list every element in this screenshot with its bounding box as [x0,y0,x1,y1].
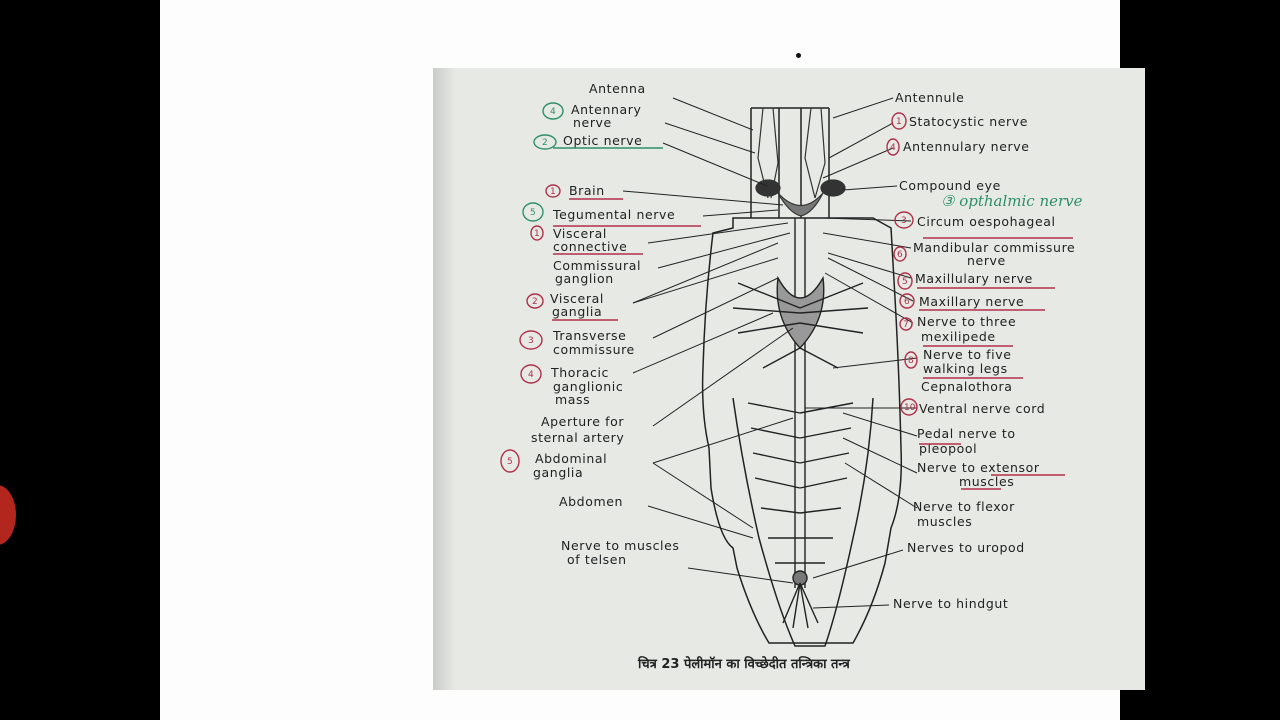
figure-caption: चित्र 23 पेलीमॉन का विच्छेदीत तन्त्रिका … [637,656,851,672]
svg-text:6: 6 [904,297,910,307]
head-shield-outline [750,107,830,218]
label-maxillary-nerve: Maxillary nerve [919,294,1024,309]
label-compound-eye: Compound eye [899,178,1001,193]
svg-text:3: 3 [901,216,907,226]
label-antennulary-nerve: Antennulary nerve [903,139,1030,154]
svg-text:1: 1 [896,117,902,127]
abdomen-outline [732,397,874,647]
label-antenna: Antenna [589,81,646,96]
label-nerves-to-uropod: Nerves to uropod [907,540,1025,555]
svg-text:4: 4 [528,370,534,380]
label-antennule: Antennule [895,90,964,105]
body-outline [701,107,903,647]
ventral-nerve-cord [732,218,869,629]
brain-shape [777,192,824,217]
bullet-dot [796,53,801,58]
svg-text:4: 4 [550,107,556,117]
handwritten-number-marks: 4 2 1 5 1 2 3 4 5 1 4 3 6 5 6 7 8 10 [500,102,1073,490]
red-edge-marker [0,485,16,545]
label-ventral-nerve-cord: Ventral nerve cord [919,401,1045,416]
svg-text:5: 5 [530,208,536,218]
thoracic-nerves [732,282,869,369]
svg-text:1: 1 [534,229,540,239]
svg-text:1: 1 [550,187,556,197]
label-brain: Brain [569,183,605,198]
terminal-ganglion [792,570,808,586]
right-compound-eye [820,179,846,197]
page-gutter-shadow [433,68,455,690]
svg-text:2: 2 [532,297,538,307]
label-nerve-to-hindgut: Nerve to hindgut [893,596,1008,611]
label-maxillulary-nerve: Maxillulary nerve [915,271,1033,286]
cephalothorax-outline [701,217,903,644]
label-optic-nerve: Optic nerve [563,133,642,148]
label-tegumental-nerve: Tegumental nerve [552,207,675,222]
svg-text:10: 10 [904,403,916,413]
svg-text:3: 3 [528,336,534,346]
label-abdomen: Abdomen [559,494,623,509]
svg-text:2: 2 [542,138,548,148]
right-label-group: Antennule Statocystic nerve Antennulary … [893,90,1075,611]
label-circum-oesophageal: Circum oespohageal [917,214,1056,229]
svg-text:8: 8 [908,356,914,366]
svg-text:6: 6 [897,250,903,260]
svg-text:5: 5 [902,277,908,287]
handwritten-ophthalmic-note: ③ opthalmic nerve [941,192,1083,210]
svg-text:4: 4 [890,143,896,153]
label-statocystic-nerve: Statocystic nerve [909,114,1028,129]
svg-text:5: 5 [507,457,513,467]
svg-text:7: 7 [903,320,909,330]
head-structures [755,107,846,217]
telson-nerves [782,582,819,629]
label-cephalothorax: Cepnalothora [921,379,1013,394]
leader-lines [622,97,918,609]
